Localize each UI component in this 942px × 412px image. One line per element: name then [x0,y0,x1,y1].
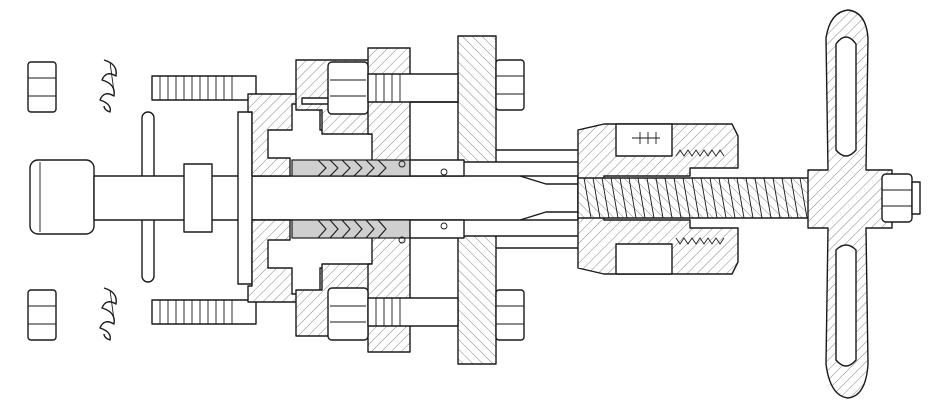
tie-rod-top [367,73,459,103]
hex-nut-top-left [27,61,57,113]
flange-nut-top [327,61,369,115]
lock-washer-bottom [99,287,117,341]
stud-bolt-top [151,75,257,101]
tie-rod-bottom [367,297,459,327]
stud-bolt-bottom [151,299,257,325]
hex-nut-bottom-left [27,289,57,341]
yoke-nut-thread-bottom [675,237,725,245]
yoke-nut-insert-top [615,123,673,157]
gland-follower [237,111,253,285]
bonnet-extension-lines [496,149,578,249]
lock-washer-top [99,59,117,113]
stem-collar [183,163,213,233]
packing-rings-lower [291,219,465,244]
outer-nut-top [495,59,525,111]
yoke-nut-insert-bottom [615,243,673,275]
packing-rings-upper [291,159,465,177]
flange-nut-bottom [327,287,369,341]
yoke-nut-thread-top [675,149,725,157]
stem-end-cap [29,159,95,235]
handwheel [807,9,893,399]
outer-nut-bottom [495,289,525,341]
yoke-nut-body [577,123,739,275]
stem-shaft [93,175,579,221]
handwheel-nut [881,173,921,223]
